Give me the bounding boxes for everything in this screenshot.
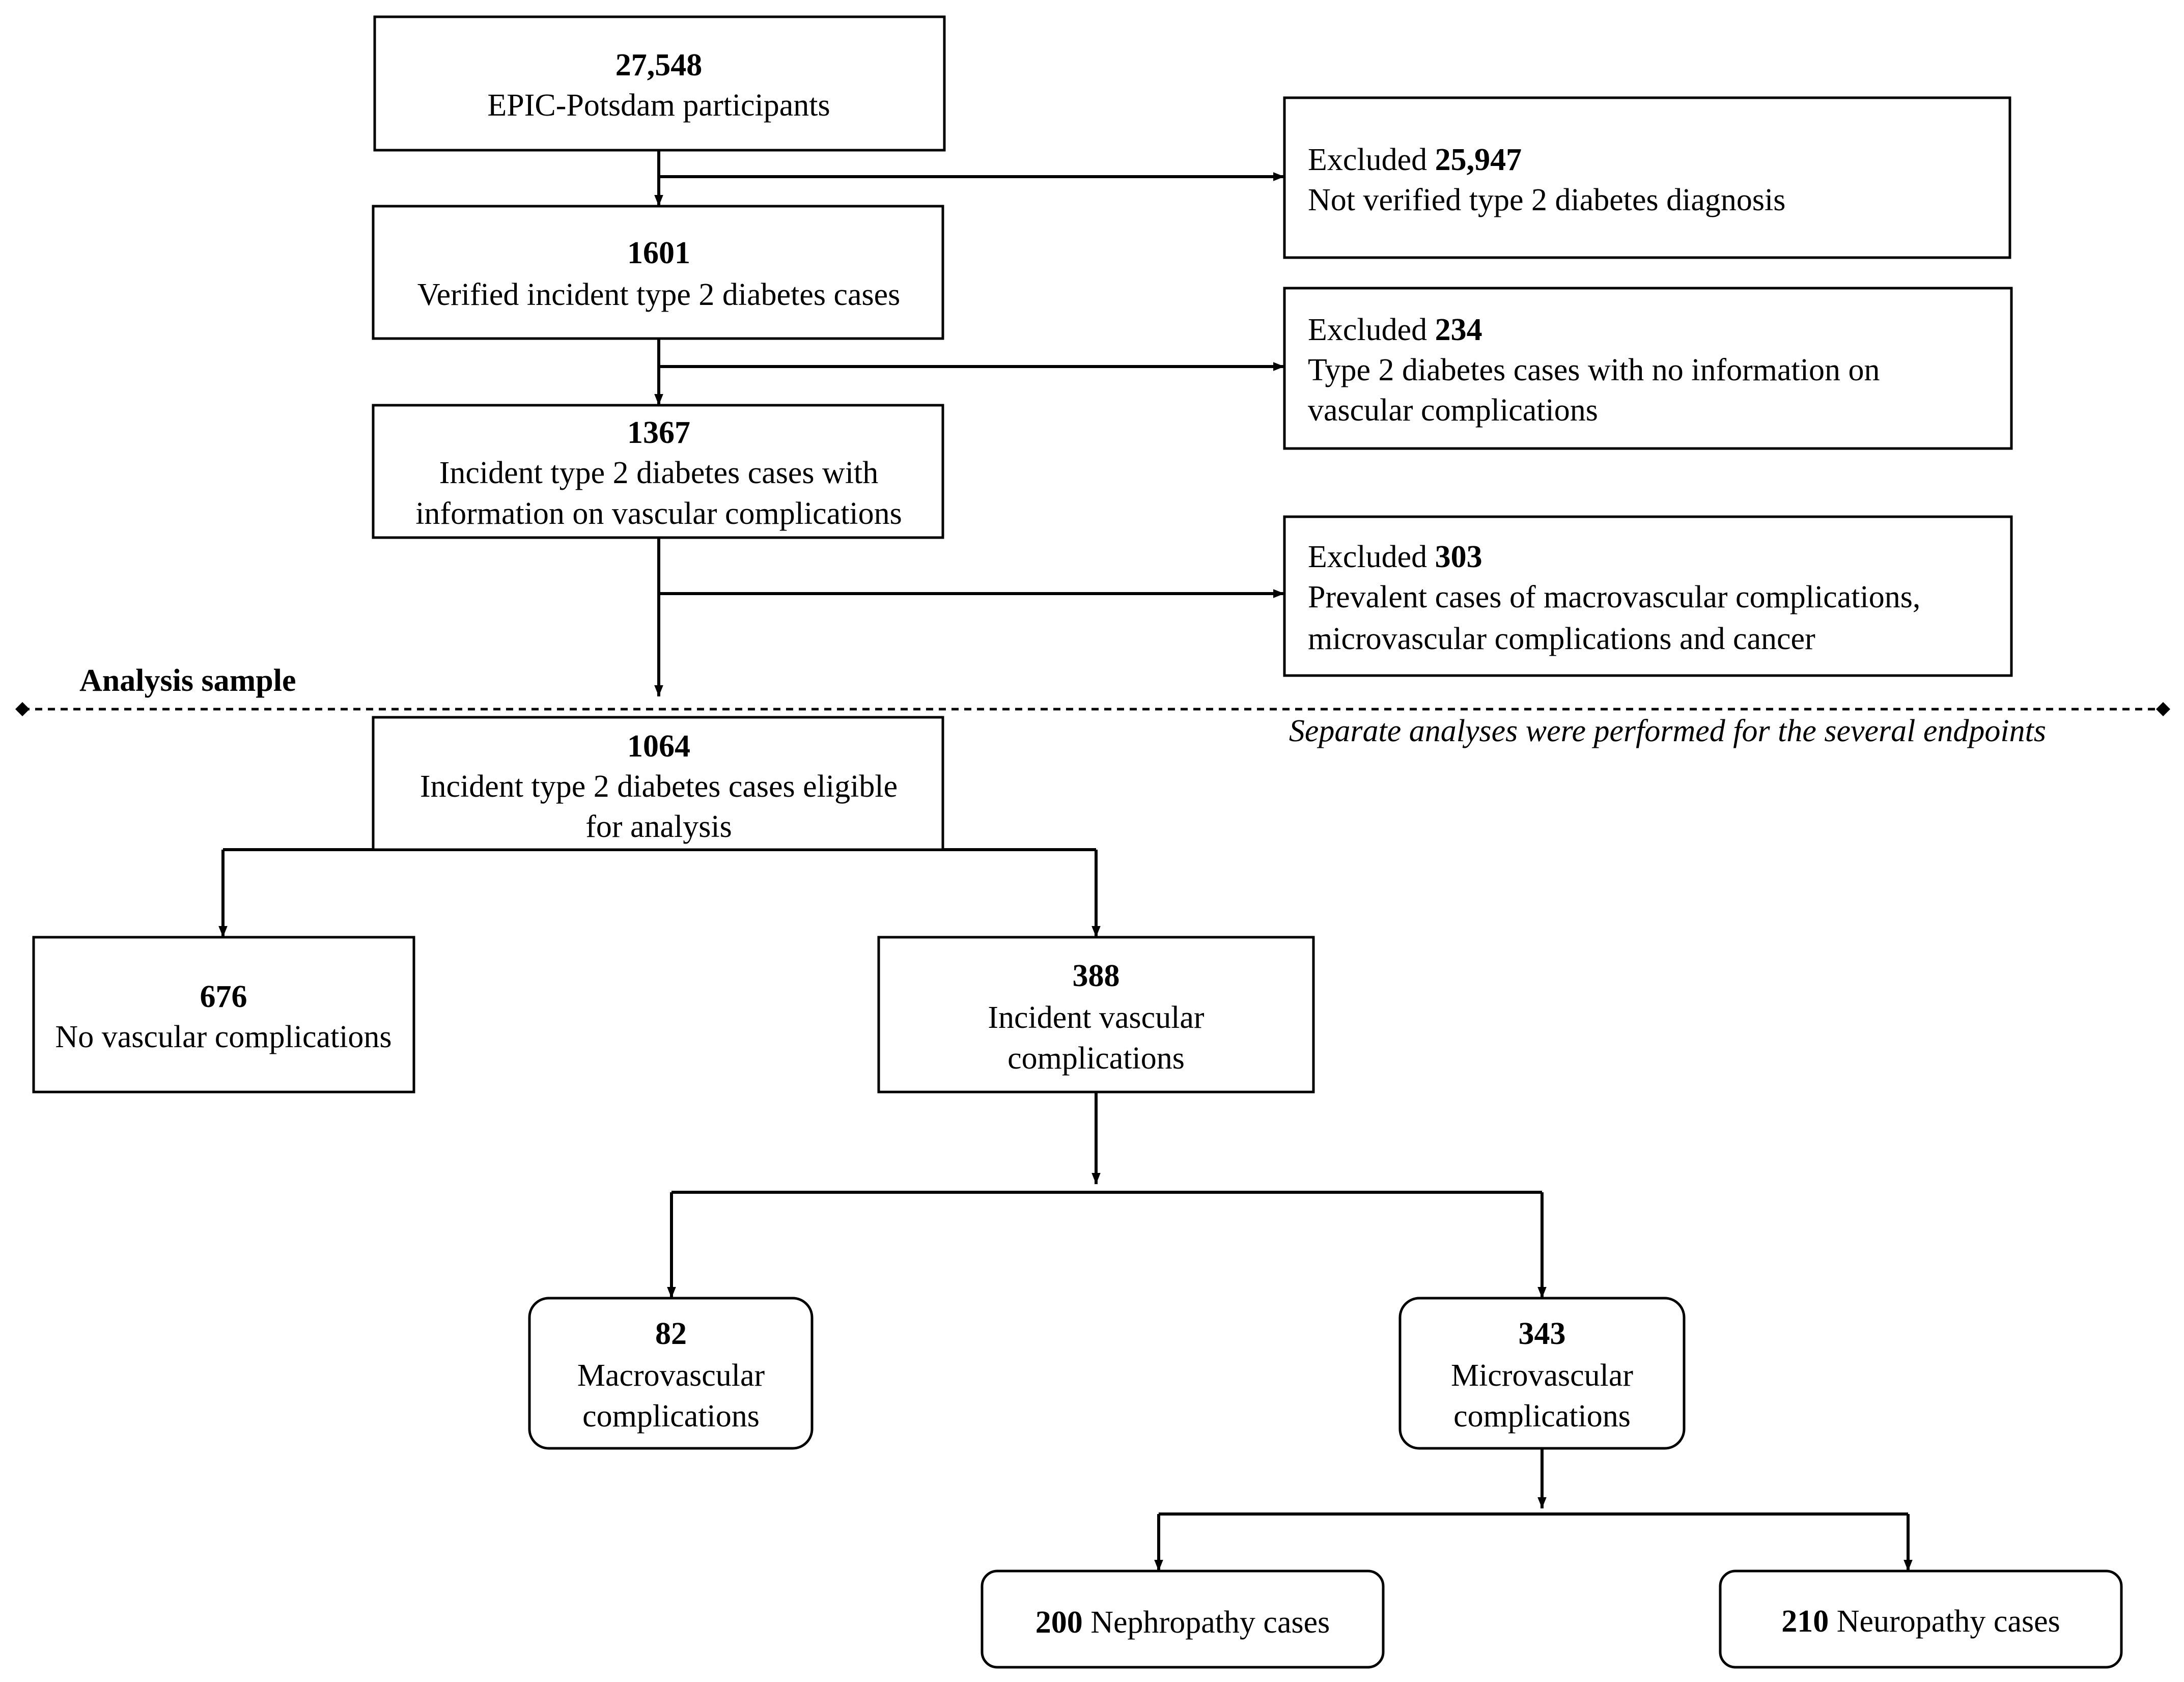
node-count: 676: [200, 979, 247, 1014]
node-incident-vascular: 388 Incident vascular complications: [877, 936, 1315, 1094]
node-box: [372, 205, 944, 340]
node-box: [372, 716, 944, 851]
divider-left-diamond: [15, 702, 30, 716]
node-box: [877, 936, 1315, 1094]
exclusion-box: [1283, 287, 2013, 450]
node-box: [528, 1297, 814, 1450]
node-count: 27,548: [615, 48, 703, 82]
exclusion-count: 234: [1435, 313, 1482, 347]
exclusion-reason-line: microvascular complications and cancer: [1308, 622, 1815, 656]
node-count: 210: [1781, 1604, 1829, 1639]
node-nephropathy: 200 Nephropathy cases: [981, 1569, 1385, 1669]
node-verified: 1601 Verified incident type 2 diabetes c…: [372, 205, 944, 340]
node-no-complications: 676 No vascular complications: [32, 936, 415, 1094]
node-count: 388: [1073, 959, 1120, 993]
node-label-line: complications: [1453, 1399, 1631, 1434]
exclusion-box: [1283, 515, 2013, 677]
exclusion-prefix: Excluded: [1308, 143, 1427, 177]
node-count: 82: [655, 1316, 687, 1351]
analysis-sample-label: Analysis sample: [79, 663, 296, 698]
node-macrovascular: 82 Macrovascular complications: [528, 1297, 814, 1450]
node-count: 1367: [627, 415, 690, 450]
node-eligible: 1064 Incident type 2 diabetes cases elig…: [372, 716, 944, 851]
node-box: [1398, 1297, 1686, 1450]
exclusion-reason-line: Type 2 diabetes cases with no informatio…: [1308, 353, 1880, 387]
exclusion-count: 25,947: [1435, 143, 1522, 177]
node-label: No vascular complications: [55, 1020, 391, 1054]
exclusion-reason-line: Prevalent cases of macrovascular complic…: [1308, 580, 1920, 614]
node-count: 1064: [627, 729, 690, 764]
exclusion-prefix: Excluded: [1308, 313, 1427, 347]
exclusion-heading: Excluded 25,947: [1308, 143, 1522, 177]
exclusion-box-2: Excluded 234 Type 2 diabetes cases with …: [1283, 287, 2013, 450]
exclusion-heading: Excluded 303: [1308, 540, 1482, 574]
node-count: 200: [1035, 1605, 1083, 1640]
node-label: Neuropathy cases: [1837, 1604, 2060, 1639]
node-box: [373, 15, 946, 152]
endpoints-note: Separate analyses were performed for the…: [1289, 714, 2046, 748]
exclusion-reason-line: Not verified type 2 diabetes diagnosis: [1308, 183, 1785, 217]
node-text: 210 Neuropathy cases: [1781, 1604, 2060, 1639]
node-label-line: complications: [582, 1399, 760, 1434]
node-label: EPIC-Potsdam participants: [487, 88, 830, 123]
node-neuropathy: 210 Neuropathy cases: [1719, 1569, 2123, 1669]
node-label-line: Incident type 2 diabetes cases with: [439, 456, 879, 490]
node-label: Nephropathy cases: [1090, 1605, 1330, 1640]
node-label-line: Macrovascular: [577, 1358, 765, 1393]
node-count: 1601: [627, 236, 690, 270]
node-label: Verified incident type 2 diabetes cases: [417, 277, 901, 312]
node-participants: 27,548 EPIC-Potsdam participants: [373, 15, 946, 152]
node-label-line: Microvascular: [1451, 1358, 1633, 1393]
node-label-line: for analysis: [585, 809, 732, 844]
exclusion-box-1: Excluded 25,947 Not verified type 2 diab…: [1283, 96, 2011, 259]
exclusion-box: [1283, 96, 2011, 259]
node-label-line: Incident type 2 diabetes cases eligible: [420, 769, 898, 804]
node-count: 343: [1519, 1316, 1566, 1351]
node-with-info: 1367 Incident type 2 diabetes cases with…: [372, 404, 944, 539]
node-label-line: Incident vascular: [988, 1000, 1205, 1035]
node-label-line: information on vascular complications: [415, 496, 902, 531]
exclusion-reason-line: vascular complications: [1308, 393, 1598, 428]
exclusion-prefix: Excluded: [1308, 540, 1427, 574]
divider-right-diamond: [2156, 702, 2170, 716]
exclusion-heading: Excluded 234: [1308, 313, 1482, 347]
exclusion-count: 303: [1435, 540, 1482, 574]
node-box: [32, 936, 415, 1094]
exclusion-box-3: Excluded 303 Prevalent cases of macrovas…: [1283, 515, 2013, 677]
node-label-line: complications: [1007, 1041, 1185, 1076]
node-box: [1719, 1569, 2123, 1669]
node-microvascular: 343 Microvascular complications: [1398, 1297, 1686, 1450]
node-box: [372, 404, 944, 539]
node-text: 200 Nephropathy cases: [1035, 1605, 1330, 1640]
node-box: [981, 1569, 1385, 1669]
